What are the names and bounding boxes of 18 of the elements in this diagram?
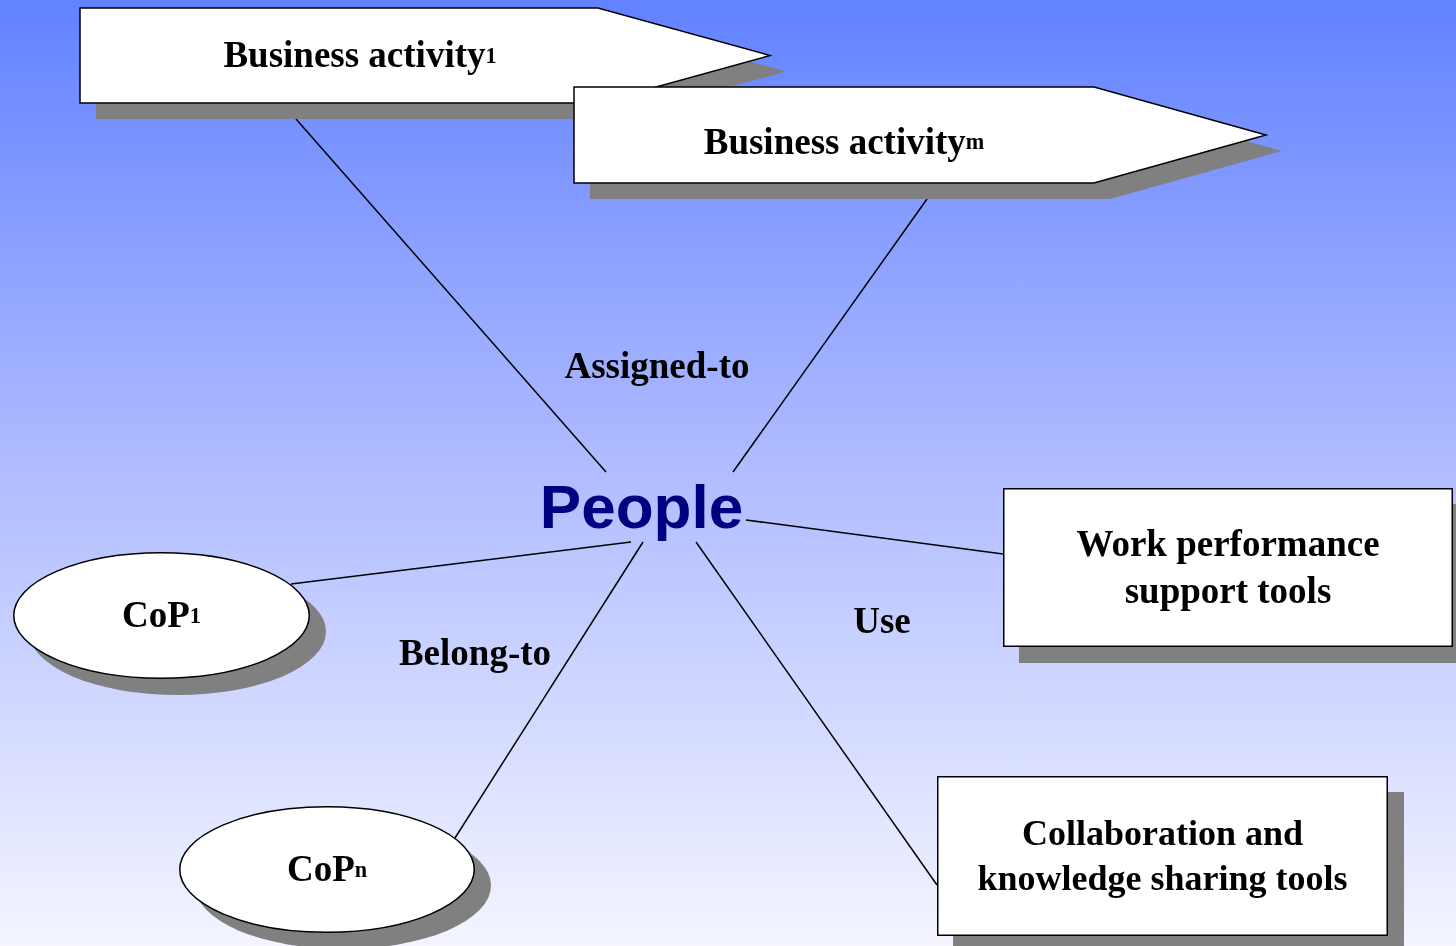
connector-line [695,541,938,886]
ellipse-node [13,552,326,695]
edge-group-label: Belong-to [398,630,552,674]
node-label: Work performance support tools [1075,522,1381,613]
connector-line [745,519,1004,555]
node-label: Collaboration and knowledge sharing tools [976,812,1349,900]
edge-group-label: Assigned-to [564,343,750,387]
connector-line [290,541,632,585]
connector-line [295,118,607,473]
arrow-shape [80,8,786,119]
process-box [1003,488,1456,663]
connector-line [732,198,928,473]
node-label: People [538,472,745,542]
process-box [937,776,1404,946]
ellipse-node [179,806,491,946]
arrow-shape [574,87,1282,199]
connector-line [454,541,644,839]
edge-group-label: Use [853,598,911,642]
